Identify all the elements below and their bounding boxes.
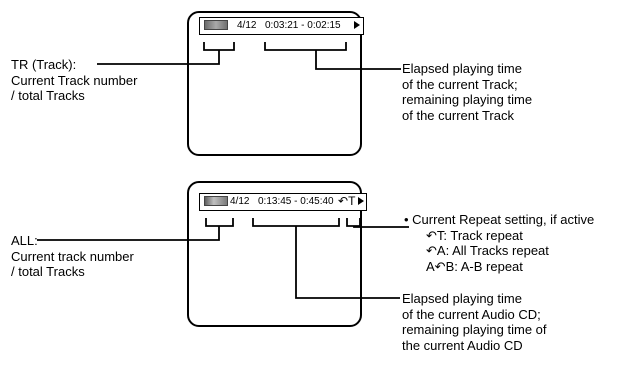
time-display: 0:03:21 - 0:02:15 [265, 20, 341, 31]
thumbnail-icon [204, 20, 228, 30]
time-display: 0:13:45 - 0:45:40 [258, 196, 334, 207]
track-count: 4/12 [230, 196, 250, 207]
bracket-repeat-bottom [346, 218, 361, 227]
label-line: of the current Track; [402, 76, 518, 92]
leader-track-bottom [37, 226, 220, 241]
label-line: Current Track number [11, 72, 138, 88]
label-line: TR (Track): [11, 57, 77, 72]
repeat-heading: • Current Repeat setting, if active [404, 212, 595, 227]
label-line: / total Tracks [11, 264, 85, 279]
repeat-arrow-icon: ↶ [426, 243, 437, 258]
bracket-track-top [203, 42, 235, 51]
leader-time-top [315, 50, 401, 70]
leader-track-top [97, 50, 220, 65]
label-line: of the current Track [402, 107, 514, 123]
label-line: Elapsed playing time [402, 291, 522, 306]
leader-repeat-bottom [353, 226, 409, 228]
osd-bar-bottom: 4/12 0:13:45 - 0:45:40 ↶T [199, 193, 367, 211]
repeat-item-all: ↶A: All Tracks repeat [426, 243, 549, 258]
label-line: the current Audio CD [402, 337, 523, 353]
play-icon [358, 197, 364, 205]
tv-screen-top [187, 11, 362, 156]
repeat-arrow-icon: ↶ [434, 258, 446, 274]
label-line: of the current Audio CD; [402, 306, 541, 322]
repeat-letter: T [348, 194, 356, 208]
thumbnail-icon [204, 196, 228, 206]
label-track-bottom: ALL: Current track number / total Tracks [11, 233, 134, 280]
label-elapsed-bottom: Elapsed playing time of the current Audi… [402, 291, 547, 353]
osd-bar-top: 4/12 0:03:21 - 0:02:15 [199, 17, 364, 35]
label-line: remaining playing time of [402, 322, 547, 337]
repeat-arrow-icon: ↶ [426, 227, 437, 243]
label-elapsed-top: Elapsed playing time of the current Trac… [402, 61, 532, 123]
repeat-item-track: ↶T: Track repeat [426, 227, 523, 243]
repeat-indicator: ↶T [338, 194, 355, 208]
label-line: Elapsed playing time [402, 61, 522, 76]
label-repeat: • Current Repeat setting, if active ↶T: … [404, 212, 594, 274]
label-line: ALL: [11, 233, 38, 248]
bracket-time-bottom [252, 218, 340, 227]
play-icon [354, 21, 360, 29]
label-line: Current track number [11, 248, 134, 264]
label-track-top: TR (Track): Current Track number / total… [11, 57, 137, 104]
label-line: remaining playing time [402, 92, 533, 107]
label-line: / total Tracks [11, 88, 85, 103]
bracket-time-top [264, 42, 347, 51]
track-count: 4/12 [237, 20, 257, 31]
repeat-arrow-icon: ↶ [338, 194, 349, 208]
repeat-item-ab: A↶B: A-B repeat [426, 258, 523, 274]
leader-time-bottom [295, 226, 400, 299]
bracket-track-bottom [205, 218, 234, 227]
